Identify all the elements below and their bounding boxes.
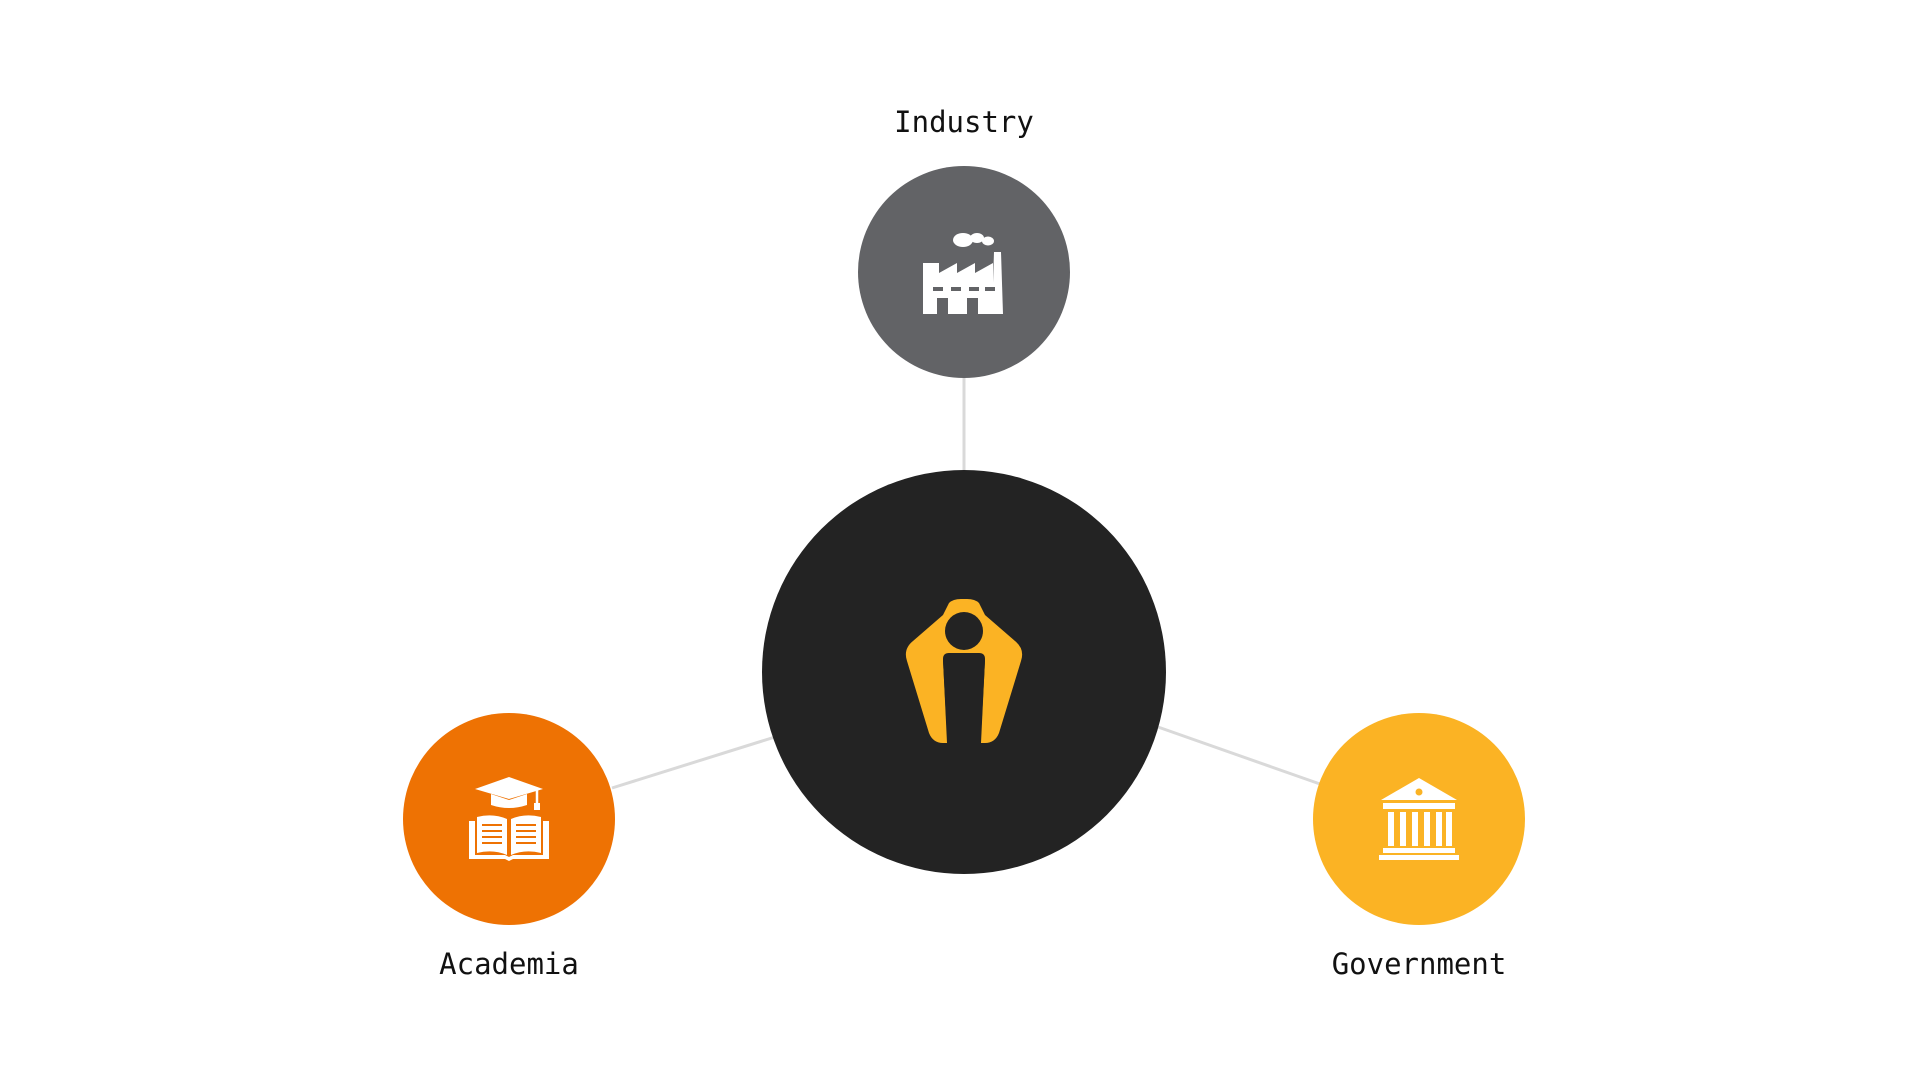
person-gripper-icon (899, 599, 1029, 745)
industry-label: Industry (894, 105, 1034, 139)
government-node (1313, 713, 1525, 925)
connector-academia (611, 735, 776, 790)
center-node (762, 470, 1166, 874)
government-label: Government (1331, 947, 1507, 981)
factory-icon (923, 230, 1005, 314)
academia-node (403, 713, 615, 925)
industry-node (858, 166, 1070, 378)
academia-label: Academia (439, 947, 579, 981)
connector-government (1157, 725, 1321, 786)
government-building-icon (1379, 778, 1459, 860)
graduation-book-icon (467, 777, 551, 861)
